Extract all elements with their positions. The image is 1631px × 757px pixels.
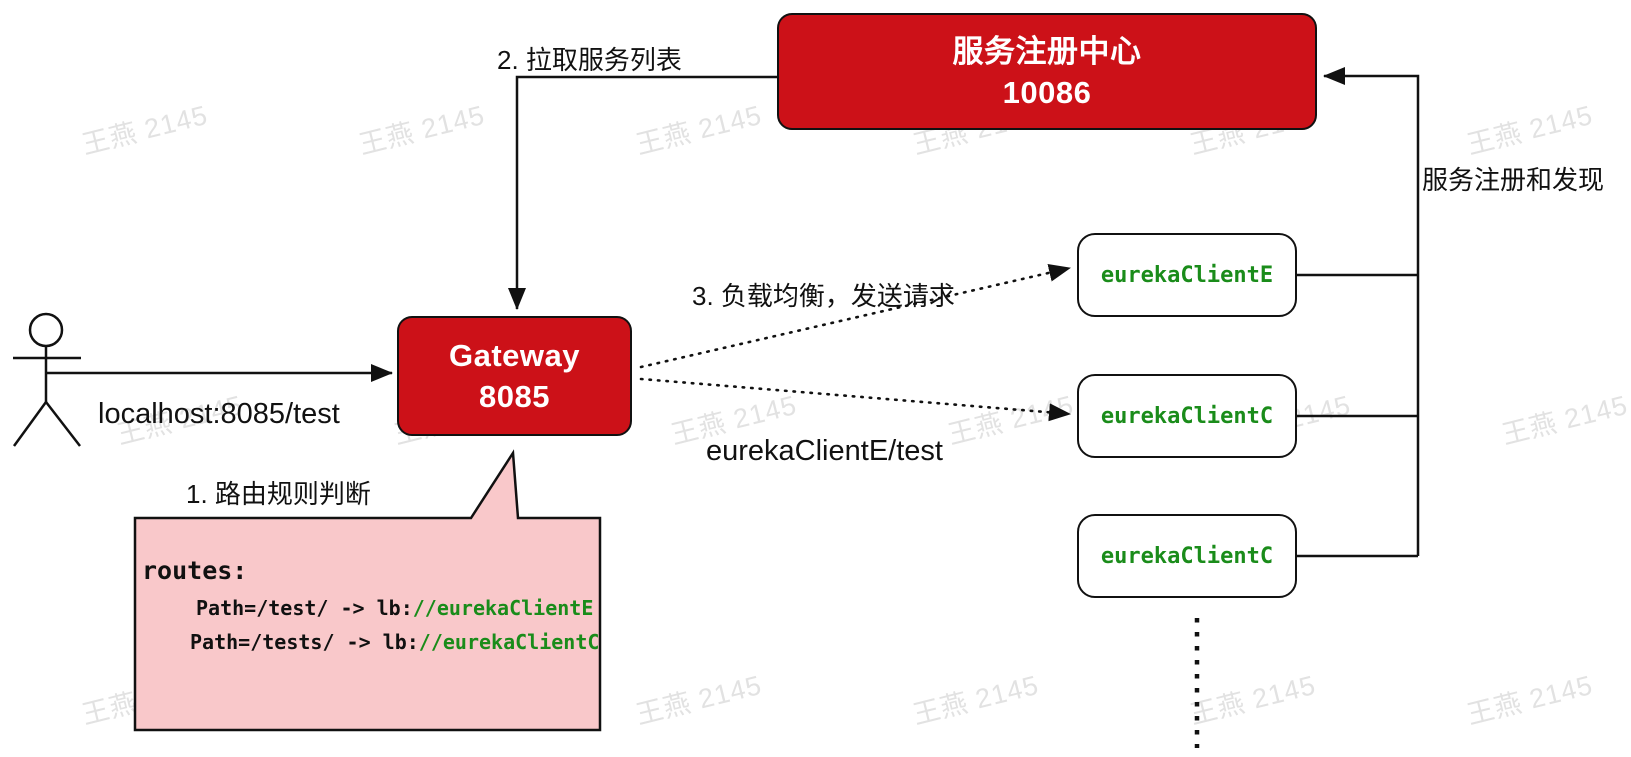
client-label: eurekaClientC <box>1100 403 1274 429</box>
gateway-port: 8085 <box>479 379 550 414</box>
request-label: localhost:8085/test <box>98 398 340 430</box>
registry-box: 服务注册中心 10086 <box>777 13 1317 130</box>
gateway-box: Gateway 8085 <box>397 316 632 436</box>
rule-path: Path=/test/ -> lb: <box>196 596 413 620</box>
rule-path: Path=/tests/ -> lb: <box>190 630 419 654</box>
route-rule-2: Path=/tests/ -> lb://eurekaClientC <box>190 630 599 654</box>
registry-title: 服务注册中心 <box>952 33 1142 69</box>
client-box-3: eurekaClientC <box>1077 514 1297 598</box>
registry-port: 10086 <box>1002 74 1092 110</box>
route-rule-1: Path=/test/ -> lb://eurekaClientE <box>196 596 593 620</box>
gateway-title: Gateway <box>448 338 580 373</box>
lb-dotted-arrow-mid <box>639 377 1072 422</box>
client-box-1: eurekaClientE <box>1077 233 1297 317</box>
client-label: eurekaClientC <box>1100 543 1274 569</box>
routes-heading: routes: <box>142 556 248 585</box>
step1-label: 1. 路由规则判断 <box>186 479 371 509</box>
step2-label: 2. 拉取服务列表 <box>497 45 682 75</box>
register-discover-arrow <box>1323 67 1420 556</box>
rule-target: //eurekaClientE <box>412 596 594 620</box>
forward-label: eurekaClientE/test <box>706 435 943 467</box>
step3-label: 3. 负载均衡，发送请求 <box>692 281 955 311</box>
rule-target: //eurekaClientC <box>418 630 600 654</box>
pull-service-list-arrow <box>508 75 777 310</box>
routes-callout-bubble <box>133 449 602 732</box>
register-label: 服务注册和发现 <box>1422 165 1605 195</box>
client-label: eurekaClientE <box>1100 262 1274 288</box>
lb-dotted-arrow-top <box>639 263 1072 369</box>
actor-icon <box>12 312 81 447</box>
client-box-2: eurekaClientC <box>1077 374 1297 458</box>
